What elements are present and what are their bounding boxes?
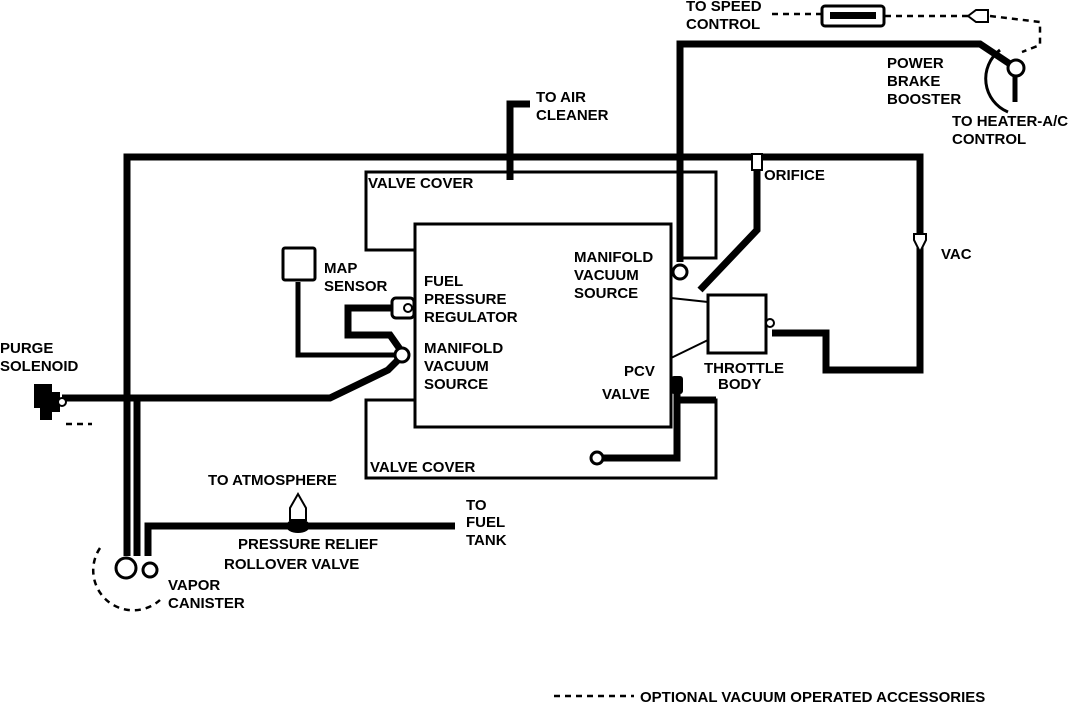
manifold-vacuum-port-left: [393, 346, 411, 364]
label-pcv-valve: PCV VALVE: [602, 363, 659, 403]
label-fuel-pressure-regulator: FUEL PRESSURE REGULATOR: [424, 273, 518, 326]
label-throttle-body: THROTTLE BODY: [704, 360, 788, 393]
manifold-vacuum-port-right: [671, 263, 689, 281]
label-pressure-relief: PRESSURE RELIEF: [238, 536, 378, 553]
label-to-fuel-tank: TO FUEL TANK: [466, 497, 509, 549]
brake-booster-hose: [676, 40, 1012, 262]
throttle-body-link: [670, 297, 709, 359]
label-rollover-valve: ROLLOVER VALVE: [224, 556, 359, 573]
label-map-sensor: MAP SENSOR: [324, 260, 388, 295]
label-orifice: ORIFICE: [764, 167, 825, 184]
purge-solenoid: [34, 384, 60, 420]
power-brake-booster-body: [984, 48, 1009, 114]
pcv-valve: [671, 376, 683, 394]
label-manifold-vacuum-source-left: MANIFOLD VACUUM SOURCE: [424, 340, 507, 393]
intake-manifold-box: [413, 222, 673, 429]
purge-solenoid-hose: [62, 355, 403, 402]
speed-control-dashed-line: [772, 12, 1042, 54]
vapor-canister-port-b: [141, 561, 159, 579]
label-valve-cover-top: VALVE COVER: [368, 175, 473, 192]
check-valve-speed-control: [966, 9, 989, 23]
map-sensor-hose: [295, 282, 398, 358]
vac-check-valve: [913, 233, 927, 255]
orifice-fitting: [751, 153, 763, 171]
label-to-heater-ac-control: TO HEATER-A/C CONTROL: [952, 113, 1072, 148]
fpr-hose: [344, 304, 405, 355]
purge-solenoid-port: [57, 397, 67, 407]
label-power-brake-booster: POWER BRAKE BOOSTER: [887, 55, 961, 108]
rollover-valve: [289, 491, 307, 521]
label-purge-solenoid: PURGE SOLENOID: [0, 340, 79, 375]
label-manifold-vacuum-source-right: MANIFOLD VACUUM SOURCE: [574, 249, 657, 302]
rollover-valve-body: [286, 519, 310, 533]
throttle-body: [706, 293, 768, 355]
label-to-speed-control: TO SPEED CONTROL: [686, 0, 766, 33]
air-cleaner-hose: [506, 100, 530, 180]
valve-cover-breather-port: [589, 450, 605, 466]
speed-control-servo-inner: [830, 12, 876, 19]
map-sensor: [281, 246, 317, 282]
label-vapor-canister: VAPOR CANISTER: [168, 577, 245, 612]
label-to-air-cleaner: TO AIR CLEANER: [536, 89, 609, 124]
brake-booster-port: [1006, 58, 1026, 78]
label-valve-cover-bottom: VALVE COVER: [370, 459, 475, 476]
throttle-body-port: [765, 318, 775, 328]
main-top-hose: [123, 153, 924, 556]
fuel-tank-hose: [144, 522, 455, 556]
pcv-hose: [600, 383, 681, 462]
vapor-canister-outline: [92, 547, 161, 612]
valve-cover-top-outline: [364, 170, 718, 260]
orifice-hose: [697, 160, 761, 293]
label-vac: VAC: [941, 246, 972, 263]
vapor-canister-port-a: [114, 556, 138, 580]
legend-text: OPTIONAL VACUUM OPERATED ACCESSORIES: [640, 689, 985, 704]
label-to-atmosphere: TO ATMOSPHERE: [208, 472, 337, 489]
fpr-port: [403, 303, 413, 313]
